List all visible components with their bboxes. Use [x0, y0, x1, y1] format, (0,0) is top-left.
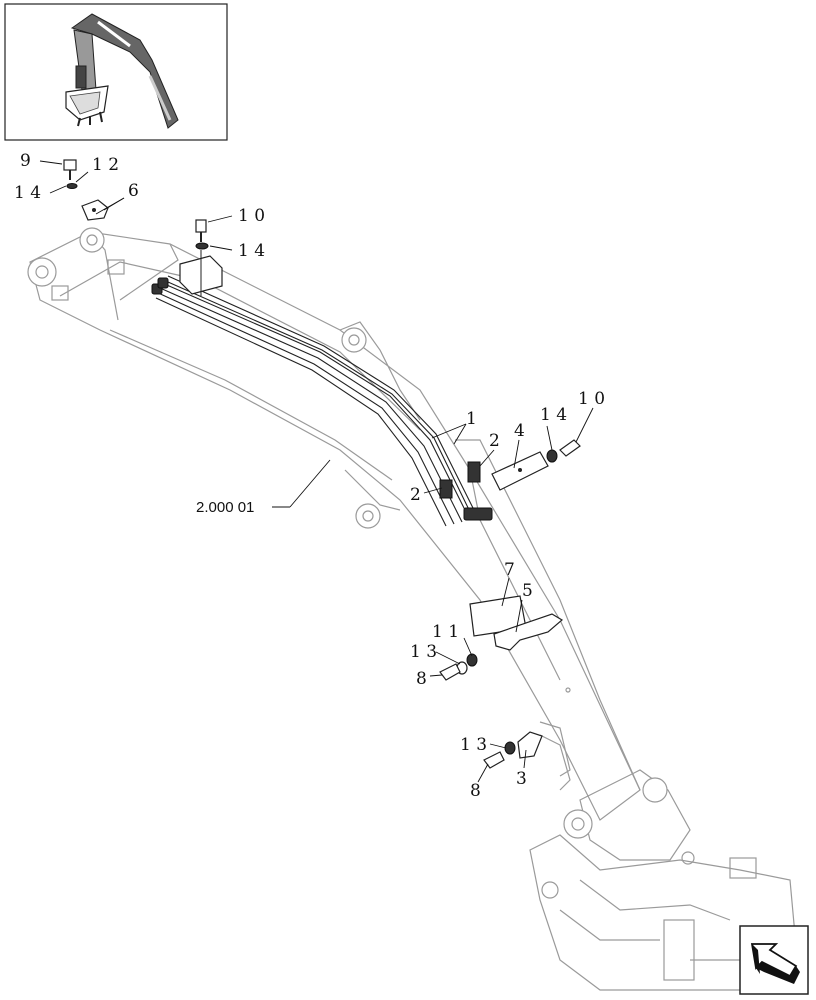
callout-10: 1 0 [238, 206, 265, 226]
callout-6: 6 [128, 181, 139, 201]
callout-14: 1 4 [540, 405, 567, 425]
next-page-arrow-icon[interactable] [739, 925, 809, 995]
callout-2: 2 [410, 485, 421, 505]
callout-11: 1 1 [432, 622, 459, 642]
thumbnail-inset [4, 3, 228, 141]
callout-14: 1 4 [14, 183, 41, 203]
callout-10: 1 0 [578, 389, 605, 409]
hydraulic-pipes [151, 275, 493, 527]
callout-8: 8 [470, 781, 481, 801]
callout-9: 9 [20, 151, 31, 171]
callout-14: 1 4 [238, 241, 265, 261]
boom-outline [27, 227, 801, 991]
reference-label: 2.000 01 [196, 499, 254, 516]
callout-12: 1 2 [92, 155, 119, 175]
callout-13: 1 3 [460, 735, 487, 755]
callout-1: 1 [466, 409, 477, 429]
callout-8: 8 [416, 669, 427, 689]
callout-5: 5 [522, 581, 533, 601]
callout-labels: 9 1 2 1 4 6 1 0 1 4 1 1 4 1 0 2 4 2 7 5 … [14, 151, 605, 801]
leader-lines [39, 160, 594, 783]
callout-13: 1 3 [410, 642, 437, 662]
callout-7: 7 [504, 560, 515, 580]
parts [63, 159, 581, 777]
callout-2: 2 [489, 431, 500, 451]
callout-4: 4 [514, 421, 525, 441]
callout-3: 3 [516, 769, 527, 789]
